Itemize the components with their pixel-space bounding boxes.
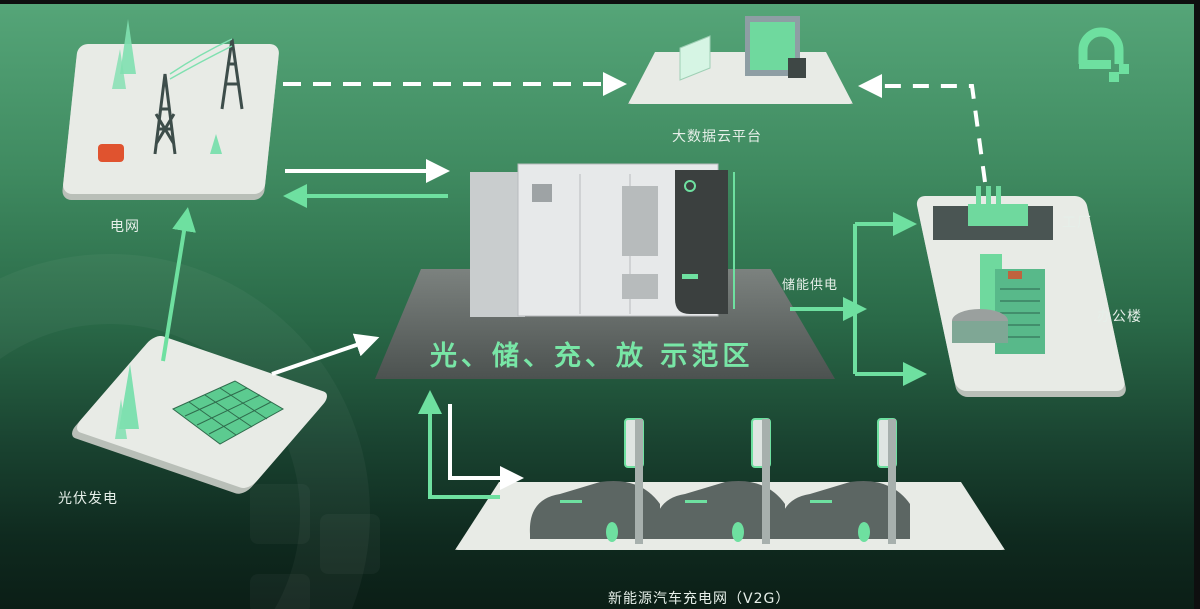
supply-label: 储能供电 (782, 278, 839, 293)
frame-edge (1194, 4, 1200, 609)
cloud-label: 大数据云平台 (672, 129, 762, 145)
pv-label: 光伏发电 (58, 491, 118, 507)
cloud-plate (628, 52, 853, 104)
office-label: 办公楼 (1097, 309, 1142, 325)
office-building-icon (952, 254, 1045, 354)
ev-charging-icon (529, 418, 910, 544)
diagram-canvas: 电网 大数据云平台 光、储、充、放 示范区 (0, 4, 1194, 609)
grid-label: 电网 (110, 219, 140, 235)
brand-logo-icon (1078, 27, 1129, 82)
power-tower-icon (98, 19, 244, 162)
arrow-factory-to-cloud (858, 74, 987, 183)
arrow-pv-to-storage (271, 333, 380, 376)
factory-icon (933, 186, 1053, 240)
arrow-storage-to-ev (448, 404, 524, 490)
flow-arrows (161, 72, 987, 499)
factory-label: 工厂 (1062, 215, 1092, 231)
monitor-dashboard-icon (679, 16, 806, 81)
solar-panel-icon (115, 364, 285, 445)
demo-zone-title: 光、储、充、放 示范区 (430, 341, 754, 372)
arrow-storage-to-consumers (790, 212, 927, 386)
arrow-ev-to-storage (418, 390, 500, 499)
ev-label: 新能源汽车充电网（V2G） (608, 591, 791, 607)
arrow-pv-to-grid (161, 207, 196, 362)
energy-storage-container-icon (470, 163, 735, 317)
